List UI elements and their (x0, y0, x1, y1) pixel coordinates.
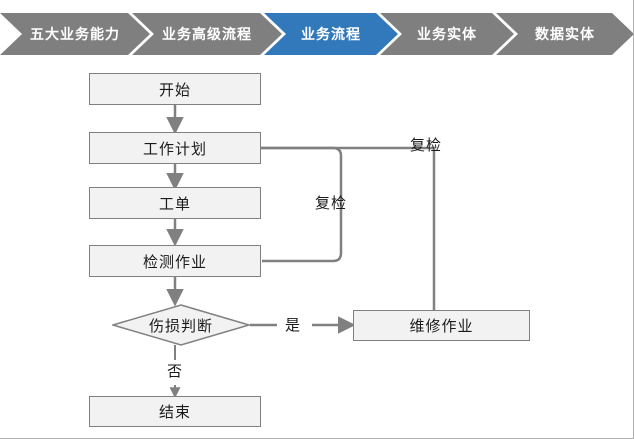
breadcrumb-item-2[interactable]: 业务高级流程 (132, 13, 282, 55)
node-maintenance[interactable]: 维修作业 (353, 310, 530, 341)
breadcrumb-item-2-label: 业务高级流程 (162, 26, 252, 42)
breadcrumb-item-1-label: 五大业务能力 (30, 26, 120, 42)
breadcrumb-item-3[interactable]: 业务流程 (264, 13, 398, 55)
edge-label-yes: 是 (285, 317, 302, 334)
node-maintenance-label: 维修作业 (409, 318, 474, 335)
node-end-label: 结束 (158, 404, 191, 421)
node-damage-decision-label: 伤损判断 (148, 317, 213, 335)
node-start-label: 开始 (158, 81, 191, 99)
breadcrumb-item-5[interactable]: 数据实体 (496, 13, 634, 55)
edge-label-recheck-outer: 复检 (410, 137, 443, 154)
edge-recheck-outer (190, 146, 436, 310)
edge-label-no: 否 (167, 363, 184, 380)
breadcrumb-item-1[interactable]: 五大业务能力 (0, 13, 150, 55)
node-start[interactable]: 开始 (89, 73, 261, 105)
breadcrumb-item-5-label: 数据实体 (535, 26, 595, 42)
node-work-plan-label: 工作计划 (142, 140, 207, 158)
node-inspection-label: 检测作业 (142, 253, 207, 271)
breadcrumb-item-4-label: 业务实体 (417, 26, 477, 42)
node-end[interactable]: 结束 (89, 396, 261, 427)
breadcrumb: 五大业务能力 业务高级流程 业务流程 业务实体 数据实体 (0, 13, 634, 55)
node-inspection[interactable]: 检测作业 (89, 245, 261, 277)
breadcrumb-item-3-label: 业务流程 (301, 26, 361, 42)
node-work-plan[interactable]: 工作计划 (89, 132, 261, 164)
node-work-order-label: 工单 (158, 195, 191, 213)
edge-label-recheck-inner: 复检 (315, 195, 348, 212)
diamond-shape (112, 304, 250, 346)
node-damage-decision[interactable]: 伤损判断 (112, 304, 250, 346)
breadcrumb-item-4[interactable]: 业务实体 (380, 13, 514, 55)
node-work-order[interactable]: 工单 (89, 187, 261, 219)
